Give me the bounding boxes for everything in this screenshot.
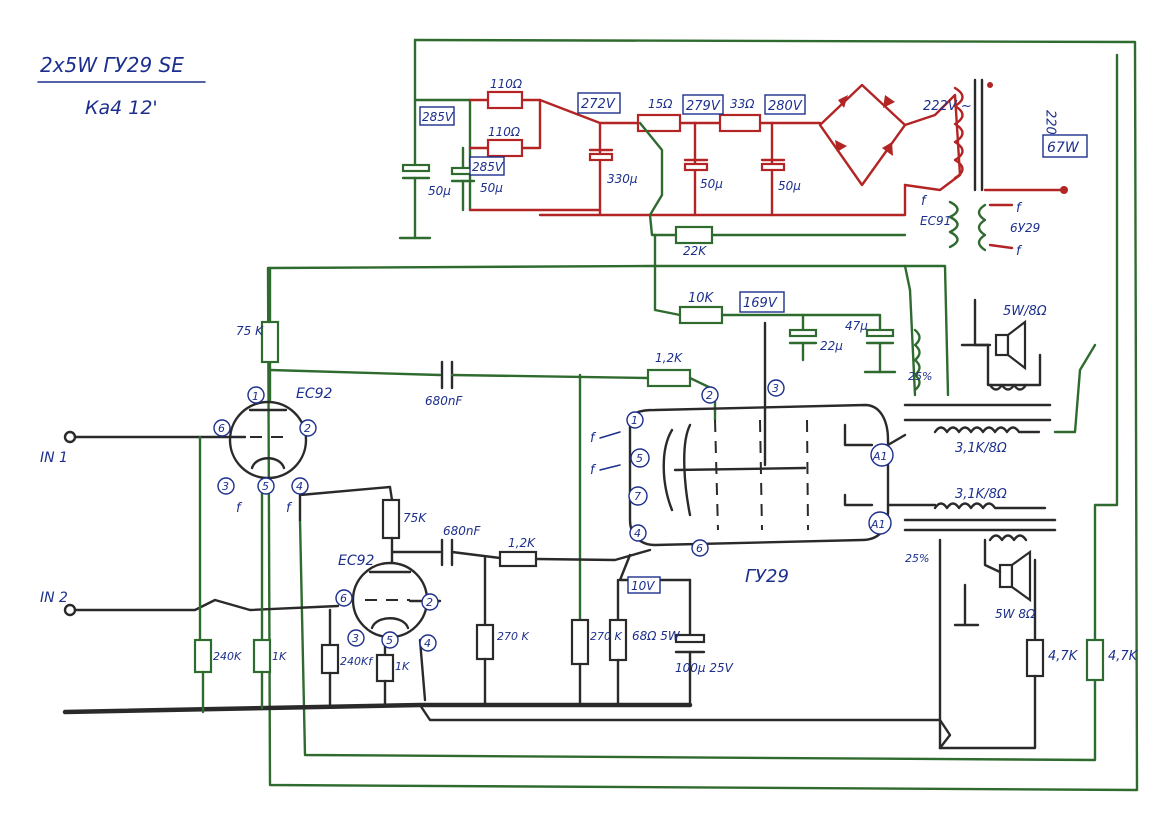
voltage-10: 10V xyxy=(631,579,655,593)
voltage-169: 169V xyxy=(743,296,778,311)
r-22k-value: 22K xyxy=(683,244,707,258)
c-50-c-value: 50μ xyxy=(700,177,723,191)
ec92-bottom-pin-3: 3 xyxy=(352,632,359,645)
r-240k-b-value: 240Kf xyxy=(340,655,374,668)
filament-mark-4: f xyxy=(286,501,293,516)
schematic-title: 2x5W ГУ29 SE xyxy=(40,53,184,77)
c-47-value: 47μ xyxy=(845,319,868,333)
schematic-subtitle: Ка4 12' xyxy=(85,97,158,119)
ec92-top-pin-6: 6 xyxy=(218,422,225,435)
filament-mark-1: f xyxy=(590,431,597,446)
ec92-bottom-pin-2: 2 xyxy=(426,596,433,609)
ec92-bottom-pin-6: 6 xyxy=(340,592,347,605)
c-330-value: 330μ xyxy=(607,172,638,186)
c-50-a-value: 50μ xyxy=(428,184,451,198)
r-1k-b-value: 1K xyxy=(395,660,410,673)
filament-mark-5: f xyxy=(921,194,928,209)
ec92-top-pin-1: 1 xyxy=(252,390,259,403)
r-75k-b-value: 75K xyxy=(403,511,427,525)
r-4k7-a-value: 4,7K xyxy=(1048,649,1079,664)
ec92-bottom-label: EC92 xyxy=(338,553,375,569)
transformer-power-label: 67W xyxy=(1047,140,1080,156)
r-10k-value: 10K xyxy=(688,291,715,306)
ec92-top-label: EC92 xyxy=(296,386,333,402)
r-68-value: 68Ω 5W xyxy=(632,629,681,643)
voltage-272: 272V xyxy=(581,97,616,112)
ec92-top-pin-4: 4 xyxy=(296,480,303,493)
gu29-anode-a1-top: A1 xyxy=(872,450,888,463)
filter-cap-330 xyxy=(588,148,614,162)
input-1-label: IN 1 xyxy=(40,450,68,466)
gu29-pin-5: 5 xyxy=(636,452,643,465)
voltage-285-b: 285V xyxy=(472,160,504,174)
gu29-label: ГУ29 xyxy=(745,566,789,587)
c-680-b-value: 680nF xyxy=(443,524,482,538)
speaker-bottom-label: 5W 8Ω xyxy=(995,607,1036,621)
r-110-b-value: 110Ω xyxy=(488,125,521,139)
input-2-label: IN 2 xyxy=(40,590,68,606)
gu29-pin-7: 7 xyxy=(634,490,641,503)
pct-bottom-value: 25% xyxy=(905,552,929,565)
secondary-hv-label: 222V ~ xyxy=(923,99,972,114)
speaker-top-label: 5W/8Ω xyxy=(1003,304,1047,319)
c-50-b-value: 50μ xyxy=(480,181,503,195)
gu29-pin-3: 3 xyxy=(772,382,779,395)
r-75k-value: 75 K xyxy=(236,324,264,338)
c-50-d-value: 50μ xyxy=(778,179,801,193)
r-1k-a-value: 1K xyxy=(272,650,287,663)
ec92-bottom-pin-5: 5 xyxy=(386,634,393,647)
ec92-bottom-pin-4: 4 xyxy=(424,637,431,650)
filament-mark-3: f xyxy=(236,501,243,516)
voltage-280: 280V xyxy=(768,99,803,114)
ec92-top-pin-5: 5 xyxy=(262,480,269,493)
gu29-pin-4: 4 xyxy=(634,527,641,540)
ot-bottom-value: 3,1K/8Ω xyxy=(955,487,1007,502)
r-33-value: 33Ω xyxy=(730,97,755,111)
voltage-285-a: 285V xyxy=(422,110,454,124)
r-270-a-value: 270 K xyxy=(497,630,529,643)
filament-mark-7: f xyxy=(1016,244,1023,259)
filament-mark-2: f xyxy=(590,463,597,478)
voltage-279: 279V xyxy=(686,99,721,114)
gu29-anode-a1-bottom: A1 xyxy=(870,518,886,531)
gu29-pin-6: 6 xyxy=(696,542,703,555)
ec92-top-pin-3: 3 xyxy=(222,480,229,493)
r-270-b-value: 270 K xyxy=(590,630,622,643)
c-22-value: 22μ xyxy=(820,339,843,353)
pct-top-value: 25% xyxy=(908,370,932,383)
filament-ec91-label: EC91 xyxy=(920,214,951,228)
r-1k2-b-value: 1,2K xyxy=(508,536,536,550)
gu29-pin-1: 1 xyxy=(631,414,638,427)
r-110-a-value: 110Ω xyxy=(490,77,523,91)
ot-top-value: 3,1K/8Ω xyxy=(955,441,1007,456)
filament-mark-6: f xyxy=(1016,201,1023,216)
c-680-top-value: 680nF xyxy=(425,394,464,408)
gu29-pin-2: 2 xyxy=(706,389,713,402)
r-4k7-b-value: 4,7K xyxy=(1108,649,1139,664)
r-240k-a-value: 240K xyxy=(213,650,242,663)
c-100-value: 100μ 25V xyxy=(675,661,734,675)
r-1k2-top-value: 1,2K xyxy=(655,351,683,365)
ec92-top-pin-2: 2 xyxy=(304,422,311,435)
r-15-value: 15Ω xyxy=(648,97,673,111)
filament-gu29-label: 6У29 xyxy=(1010,221,1040,235)
